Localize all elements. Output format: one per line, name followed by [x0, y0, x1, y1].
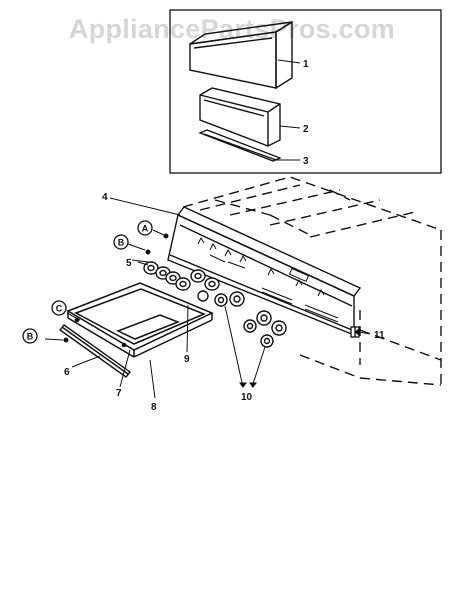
knobs	[143, 261, 287, 348]
callout-7: 7	[116, 388, 122, 399]
knob-7	[197, 290, 209, 302]
part-1-panel	[189, 20, 293, 90]
callout-2: 2	[303, 124, 309, 135]
circle-ref-b-lower: B	[22, 328, 38, 344]
callout-1: 1	[303, 59, 309, 70]
svg-text:B: B	[27, 332, 34, 342]
leader-lines	[44, 197, 371, 399]
part-6-handle	[58, 324, 132, 378]
svg-text:A: A	[142, 224, 149, 234]
part-2-liner	[199, 87, 281, 147]
callout-3: 3	[303, 156, 309, 167]
watermark: AppliancePartsPros.com	[68, 14, 396, 44]
knob-13	[260, 334, 274, 348]
panel-details	[197, 236, 339, 323]
circle-ref-b-upper: B	[113, 234, 129, 250]
knob-12	[271, 320, 287, 336]
knob-10	[243, 319, 257, 333]
callout-4: 4	[102, 192, 108, 203]
part-8-drawer-tray	[66, 282, 214, 358]
part-3-strip	[198, 129, 282, 162]
range-top-dashed	[182, 176, 442, 386]
callout-9: 9	[184, 354, 190, 365]
callout-5: 5	[126, 258, 132, 269]
knob-11	[256, 310, 272, 326]
callout-8: 8	[151, 402, 157, 413]
inset-box	[169, 9, 442, 174]
callout-10: 10	[241, 392, 253, 403]
knob-5	[190, 269, 206, 283]
callout-11: 11	[374, 330, 385, 341]
knob-8	[214, 293, 228, 307]
circle-ref-c: C	[51, 300, 67, 316]
knob-9	[229, 291, 245, 307]
circle-ref-a: A	[137, 220, 153, 236]
knob-6	[204, 277, 220, 291]
knob-4	[175, 277, 191, 291]
screws	[63, 233, 169, 348]
svg-text:C: C	[56, 304, 63, 314]
control-panel	[167, 206, 362, 337]
callout-6: 6	[64, 367, 70, 378]
svg-text:B: B	[118, 238, 125, 248]
